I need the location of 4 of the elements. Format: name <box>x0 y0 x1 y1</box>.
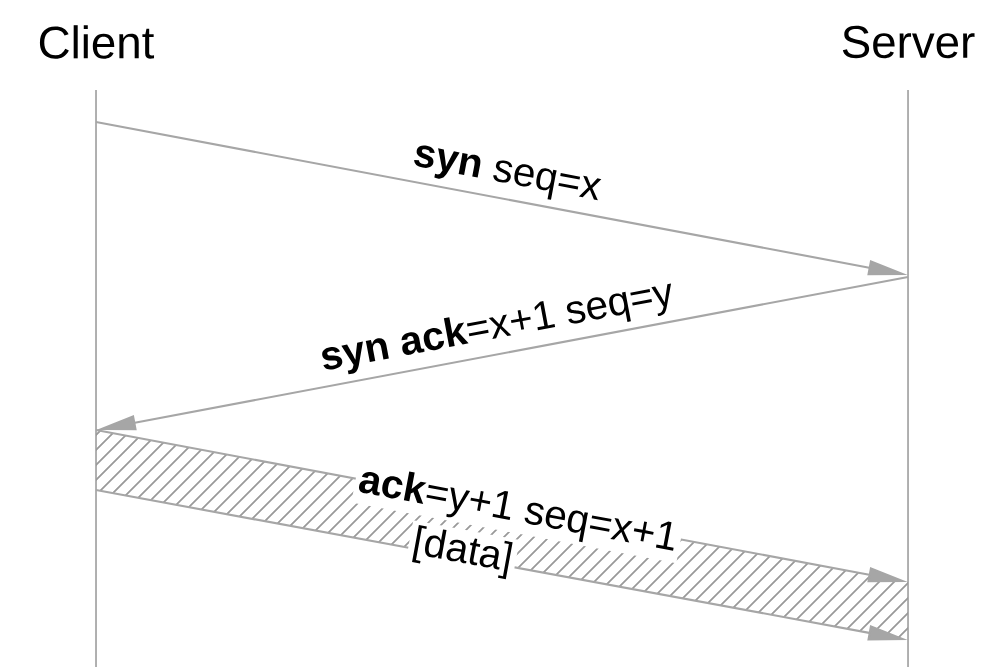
edge-label: syn seq=x <box>406 139 607 213</box>
participant-label: Client <box>39 25 155 59</box>
participant-label: Server <box>842 25 975 59</box>
edge-label: [data] <box>405 520 520 584</box>
